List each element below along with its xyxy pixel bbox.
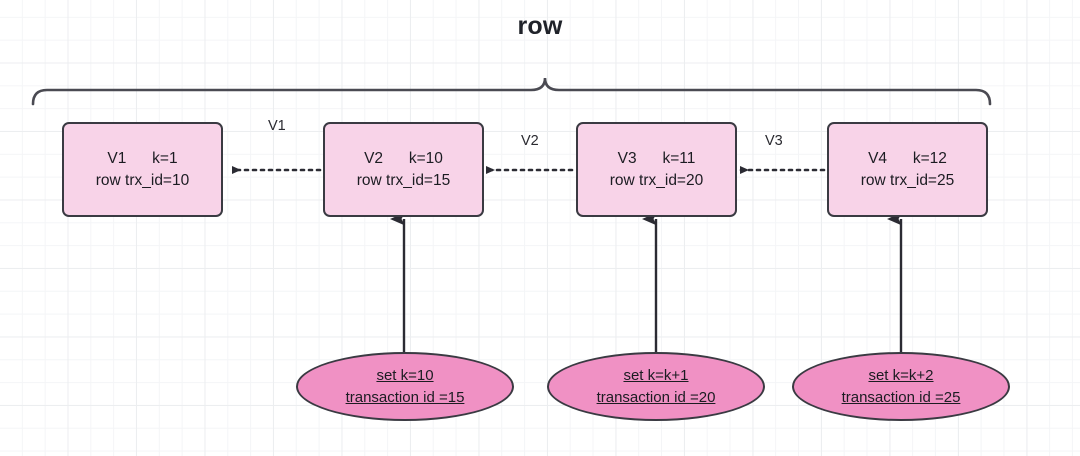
- version-box-v3-line2: row trx_id=20: [609, 171, 704, 189]
- statement-s3-line1: set k=k+2: [868, 366, 934, 384]
- version-box-v2-line1: V2 k=10: [364, 150, 443, 168]
- version-box-v4: V4 k=12 row trx_id=25: [827, 122, 988, 217]
- statement-s1-line2: transaction id =15: [345, 388, 465, 406]
- statement-s2-line1: set k=k+1: [623, 366, 689, 384]
- version-box-v1-line1: V1 k=1: [107, 150, 178, 168]
- undo-label-v3: V3: [765, 133, 783, 149]
- row-brace: [31, 77, 992, 106]
- statement-s1-line1: set k=10: [376, 366, 434, 384]
- statement-ellipse-s1: set k=10 transaction id =15: [296, 352, 514, 421]
- statement-ellipse-s2: set k=k+1 transaction id =20: [547, 352, 765, 421]
- statement-s3-line2: transaction id =25: [841, 388, 961, 406]
- version-box-v1-line2: row trx_id=10: [95, 171, 190, 189]
- page-title: row: [517, 12, 563, 40]
- version-box-v2-line2: row trx_id=15: [356, 171, 451, 189]
- undo-label-v2: V2: [521, 133, 539, 149]
- version-box-v3-line1: V3 k=11: [617, 150, 696, 168]
- statement-ellipse-s3: set k=k+2 transaction id =25: [792, 352, 1010, 421]
- version-box-v4-line2: row trx_id=25: [860, 171, 955, 189]
- version-box-v4-line1: V4 k=12: [868, 150, 947, 168]
- version-box-v1: V1 k=1 row trx_id=10: [62, 122, 223, 217]
- version-box-v2: V2 k=10 row trx_id=15: [323, 122, 484, 217]
- undo-label-v1: V1: [268, 118, 286, 134]
- version-box-v3: V3 k=11 row trx_id=20: [576, 122, 737, 217]
- statement-s2-line2: transaction id =20: [596, 388, 716, 406]
